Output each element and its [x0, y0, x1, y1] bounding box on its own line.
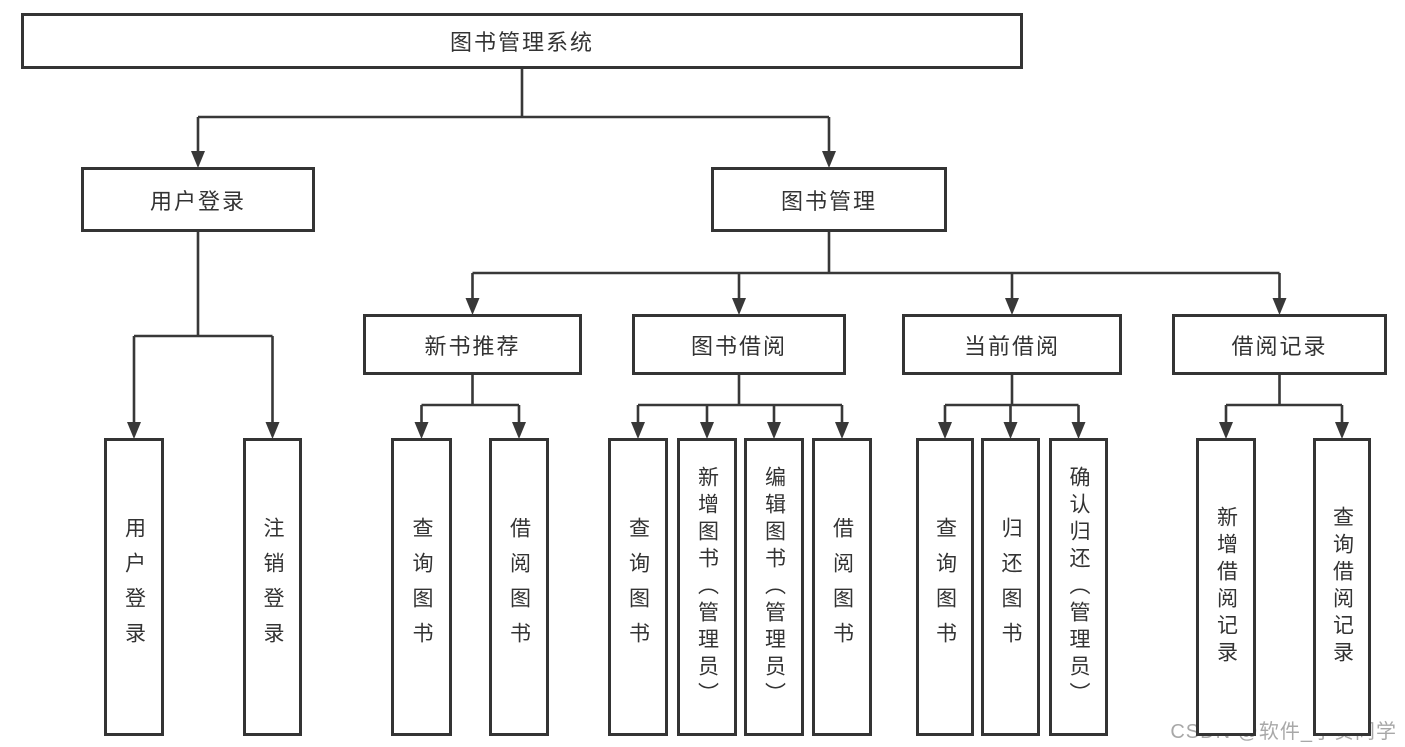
node-label-book-mgmt: 图书管理: [780, 188, 877, 214]
connector-new-book-rec: [414, 375, 526, 439]
node-box-borrow-record: 借阅记录: [1172, 314, 1387, 375]
arrowhead-br-query: [1335, 422, 1349, 439]
node-box-new-book-rec: 新书推荐: [363, 314, 582, 375]
node-box-bb-edit: 编辑图书（管理员）: [744, 438, 804, 736]
connector-borrow-record: [1219, 375, 1349, 439]
node-box-bb-query: 查询图书: [608, 438, 668, 736]
node-box-user-login: 用户登录: [81, 167, 315, 232]
node-label-new-book-rec: 新书推荐: [424, 333, 521, 359]
node-label-cb-return: 归还图书: [999, 517, 1022, 657]
arrowhead-cb-return: [1003, 422, 1018, 439]
arrowhead-bb-query: [631, 422, 645, 439]
arrowhead-bb-edit: [767, 422, 781, 439]
node-box-logout: 注销登录: [243, 438, 302, 736]
connector-user-login: [127, 232, 280, 439]
node-label-bb-borrow: 借阅图书: [830, 517, 854, 657]
arrowhead-user-login: [191, 151, 205, 168]
arrowhead-book-mgmt: [822, 151, 836, 168]
node-box-bb-borrow: 借阅图书: [812, 438, 872, 736]
arrowhead-borrow-record: [1272, 298, 1287, 315]
node-box-cb-query: 查询图书: [916, 438, 974, 736]
arrowhead-bb-add: [700, 422, 714, 439]
arrowhead-current-borrow: [1005, 298, 1019, 315]
node-box-current-borrow: 当前借阅: [902, 314, 1122, 375]
node-box-br-query: 查询借阅记录: [1313, 438, 1371, 736]
node-box-book-borrow: 图书借阅: [632, 314, 846, 375]
arrowhead-cb-confirm: [1071, 422, 1086, 439]
node-box-nb-query: 查询图书: [391, 438, 452, 736]
node-label-cb-query: 查询图书: [933, 517, 957, 657]
node-label-user-login: 用户登录: [149, 188, 246, 214]
connector-book-mgmt: [465, 232, 1287, 315]
connector-book-borrow: [631, 375, 849, 439]
arrowhead-br-add: [1219, 422, 1233, 439]
arrowhead-nb-query: [414, 422, 429, 439]
node-label-current-borrow: 当前借阅: [963, 333, 1060, 359]
node-box-root: 图书管理系统: [21, 13, 1023, 69]
node-box-book-mgmt: 图书管理: [711, 167, 947, 232]
arrowhead-nb-borrow: [512, 422, 526, 439]
node-box-bb-add: 新增图书（管理员）: [677, 438, 737, 736]
node-label-login: 用户登录: [122, 517, 146, 657]
node-label-bb-edit: 编辑图书（管理员）: [762, 465, 786, 709]
node-label-br-add: 新增借阅记录: [1214, 506, 1238, 668]
node-label-book-borrow: 图书借阅: [690, 333, 787, 359]
node-box-nb-borrow: 借阅图书: [489, 438, 549, 736]
node-label-root: 图书管理系统: [449, 30, 594, 55]
node-label-borrow-record: 借阅记录: [1231, 333, 1328, 359]
arrowhead-login: [127, 422, 141, 439]
node-label-nb-borrow: 借阅图书: [507, 517, 531, 657]
arrowhead-logout: [265, 422, 280, 439]
node-label-nb-query: 查询图书: [410, 517, 433, 657]
node-box-login: 用户登录: [104, 438, 164, 736]
connector-current-borrow: [938, 375, 1086, 439]
node-box-cb-return: 归还图书: [981, 438, 1040, 736]
node-label-bb-add: 新增图书（管理员）: [695, 465, 719, 709]
arrowhead-cb-query: [938, 422, 952, 439]
connector-root: [191, 69, 836, 168]
node-label-cb-confirm: 确认归还（管理员）: [1067, 465, 1090, 709]
node-box-cb-confirm: 确认归还（管理员）: [1049, 438, 1108, 736]
node-label-logout: 注销登录: [261, 517, 284, 657]
arrowhead-new-book-rec: [465, 298, 480, 315]
node-box-br-add: 新增借阅记录: [1196, 438, 1256, 736]
node-label-bb-query: 查询图书: [626, 517, 650, 657]
node-label-br-query: 查询借阅记录: [1330, 506, 1354, 668]
arrowhead-bb-borrow: [835, 422, 849, 439]
arrowhead-book-borrow: [732, 298, 746, 315]
